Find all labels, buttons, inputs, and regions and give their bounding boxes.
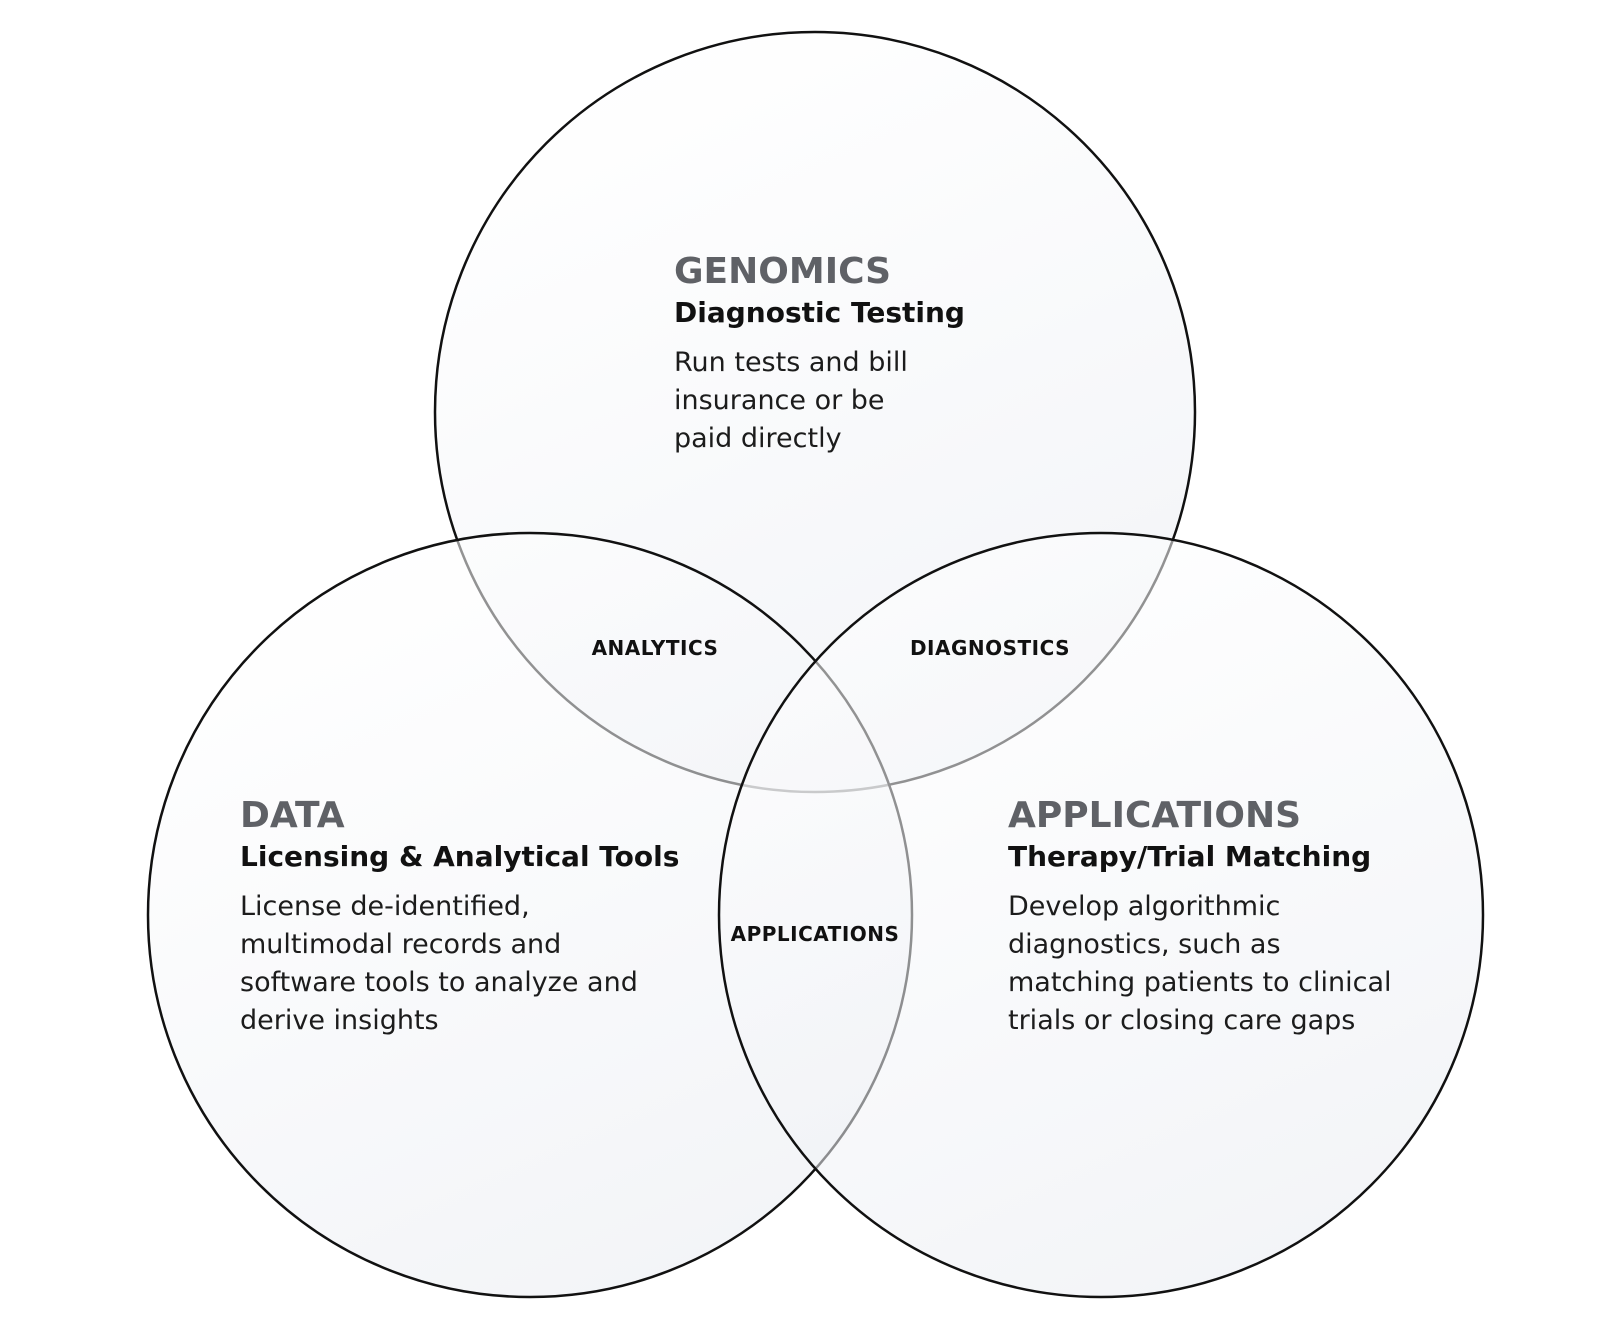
- genomics-description: Run tests and bill insurance or be paid …: [674, 344, 965, 458]
- data-title: DATA: [240, 795, 345, 836]
- data-description-line: software tools to analyze and: [240, 967, 638, 998]
- data-description: License de-identified, multimodal record…: [240, 888, 679, 1040]
- data-subtitle: Licensing & Analytical Tools: [240, 840, 680, 873]
- overlap-label-diagnostics: DIAGNOSTICS: [909, 636, 1071, 660]
- applications-circle: [717, 531, 1485, 1299]
- applications-description-line: trials or closing care gaps: [1008, 1005, 1356, 1036]
- overlap-label-analytics: ANALYTICS: [591, 636, 719, 660]
- genomics-description-line: insurance or be: [674, 385, 885, 416]
- data-text-block: DATA Licensing & Analytical Tools Licens…: [240, 796, 679, 1040]
- genomics-title: GENOMICS: [674, 251, 892, 292]
- genomics-description-line: Run tests and bill: [674, 347, 908, 378]
- applications-description-line: diagnostics, such as: [1008, 929, 1281, 960]
- applications-text-block: APPLICATIONS Therapy/Trial Matching Deve…: [1008, 796, 1392, 1040]
- applications-title: APPLICATIONS: [1008, 795, 1302, 836]
- applications-description: Develop algorithmic diagnostics, such as…: [1008, 888, 1392, 1040]
- data-description-line: License de-identified,: [240, 891, 530, 922]
- data-description-line: multimodal records and: [240, 929, 562, 960]
- applications-description-line: matching patients to clinical: [1008, 967, 1392, 998]
- applications-description-line: Develop algorithmic: [1008, 891, 1281, 922]
- overlap-label-applications: APPLICATIONS: [730, 922, 900, 946]
- genomics-subtitle: Diagnostic Testing: [674, 296, 965, 329]
- genomics-text-block: GENOMICS Diagnostic Testing Run tests an…: [674, 252, 965, 458]
- data-description-line: derive insights: [240, 1005, 439, 1036]
- genomics-description-line: paid directly: [674, 423, 842, 454]
- applications-subtitle: Therapy/Trial Matching: [1008, 840, 1372, 873]
